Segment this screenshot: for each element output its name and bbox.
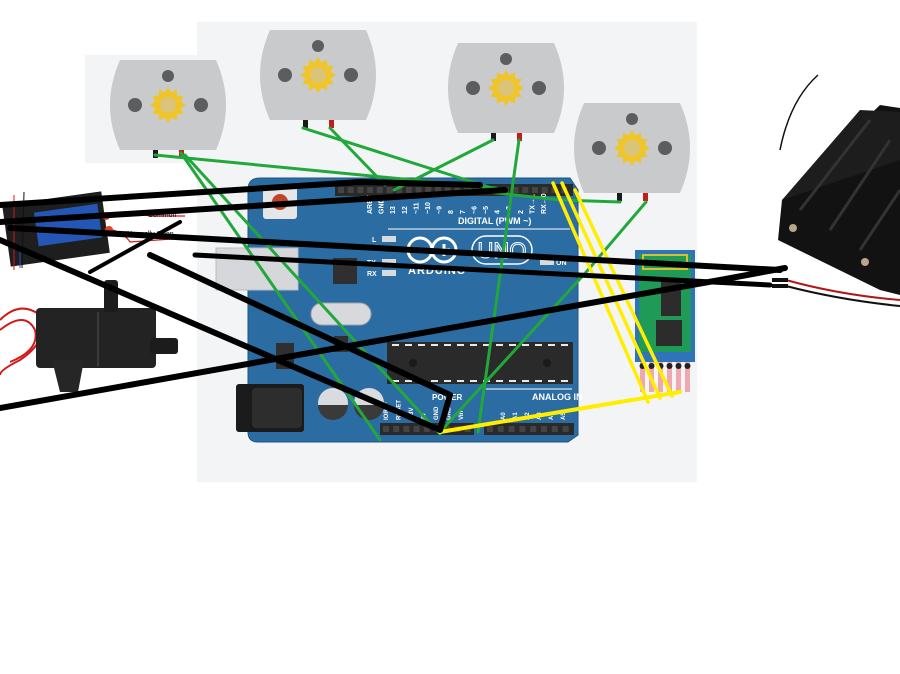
dc-motor[interactable] (110, 60, 226, 158)
digital-pin-label: 7 (460, 210, 467, 214)
led-rx (382, 270, 396, 276)
wire-green[interactable] (438, 200, 648, 434)
digital-pin-label: 8 (448, 210, 455, 214)
digital-pin-label: ~6 (471, 206, 478, 214)
dc-motor[interactable] (260, 30, 376, 128)
analog-header (484, 423, 574, 435)
digital-pin-label: 13 (390, 206, 397, 214)
power-pin-label: 3.3V (409, 408, 415, 420)
relay-common-label: Common (148, 212, 177, 219)
wire-black[interactable] (0, 237, 453, 433)
digital-pin-label: ~11 (413, 202, 420, 214)
power-pin-label: Vin (459, 410, 465, 420)
bluetooth-pin[interactable] (685, 362, 690, 392)
wire-yellow[interactable] (560, 181, 662, 400)
crystal (310, 302, 372, 326)
led-l (382, 236, 396, 242)
digital-header-label: DIGITAL (PWM ~) (458, 216, 531, 226)
analog-pin-label: A1 (513, 412, 519, 420)
power-pin-label: IOREF (384, 401, 390, 420)
motor-terminal-positive[interactable] (329, 120, 334, 128)
wire-green[interactable] (183, 153, 442, 436)
digital-pin-label: ~10 (425, 202, 432, 214)
analog-pin-label: A4 (549, 412, 555, 420)
digital-pin-label: RX←0 (541, 193, 548, 214)
digital-pin-label: 12 (402, 206, 409, 214)
digital-pin-label: GND (379, 198, 386, 214)
motor-terminal-negative[interactable] (303, 120, 308, 128)
wire-green[interactable] (301, 126, 500, 192)
led-tx (382, 259, 396, 265)
analog-header-label: ANALOG IN (532, 392, 583, 402)
analog-pin-label: A5 (561, 412, 567, 420)
power-pin-label: GND (434, 406, 440, 420)
dc-motor[interactable] (448, 43, 564, 141)
bluetooth-pin[interactable] (667, 362, 672, 392)
analog-pin-label: A0 (501, 412, 507, 420)
wire-black[interactable] (192, 252, 773, 288)
motor-terminal-negative[interactable] (491, 133, 496, 141)
wire-black[interactable] (0, 187, 508, 225)
digital-pin-label: 2 (518, 210, 525, 214)
bluetooth-pin[interactable] (658, 362, 663, 392)
led-on (540, 259, 554, 265)
bluetooth-module[interactable] (635, 250, 695, 392)
wire-yellow[interactable] (573, 188, 674, 398)
water-pump[interactable] (0, 280, 178, 392)
motor-terminal-negative[interactable] (617, 193, 622, 201)
wire-black[interactable] (7, 225, 783, 273)
digital-pin-label: TX→1 (529, 194, 536, 214)
digital-pin-label: AREF (367, 194, 374, 214)
wire-black[interactable] (0, 179, 483, 208)
motor-terminal-positive[interactable] (517, 133, 522, 141)
bluetooth-pin[interactable] (676, 362, 681, 392)
dc-motor[interactable] (574, 103, 690, 201)
wire-black[interactable] (88, 220, 182, 274)
led-l-label: L (372, 237, 377, 244)
motor-terminal-positive[interactable] (643, 193, 648, 201)
digital-pin-label: 4 (495, 210, 502, 214)
digital-pin-label: ~9 (437, 206, 444, 214)
wire-yellow[interactable] (551, 181, 650, 404)
digital-pin-label: ~5 (483, 206, 490, 214)
wire-yellow[interactable] (438, 390, 682, 434)
bluetooth-pin[interactable] (640, 362, 645, 392)
power-pin-label: GND (447, 406, 453, 420)
wire-green[interactable] (328, 126, 387, 187)
led-rx-label: RX (367, 271, 377, 278)
led-on-label: ON (556, 260, 567, 267)
battery-holder[interactable] (772, 74, 900, 307)
